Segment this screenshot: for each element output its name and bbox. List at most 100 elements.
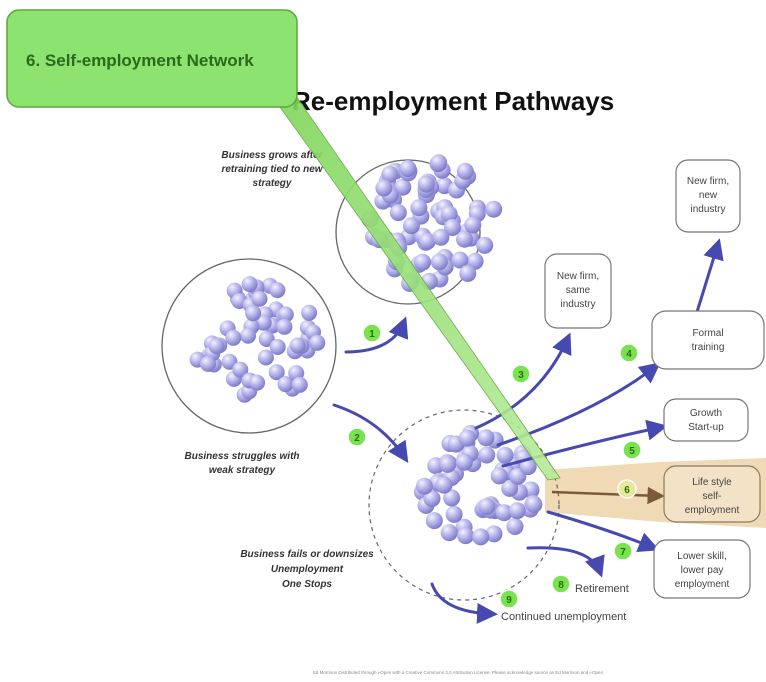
- sphere: [455, 453, 473, 471]
- sphere: [240, 327, 256, 344]
- svg-text:self-: self-: [703, 491, 722, 502]
- sphere: [269, 282, 286, 299]
- sphere: [464, 216, 482, 234]
- sphere: [423, 490, 441, 507]
- sphere: [440, 205, 458, 223]
- svg-text:5: 5: [629, 446, 635, 457]
- sphere: [439, 455, 457, 473]
- svg-text:4: 4: [626, 349, 632, 360]
- sphere: [225, 329, 242, 346]
- sphere: [415, 477, 433, 495]
- sphere: [277, 376, 294, 393]
- sphere: [445, 505, 463, 523]
- sphere: [251, 290, 268, 307]
- fails-circle: [368, 409, 560, 601]
- svg-text:employment: employment: [675, 579, 730, 590]
- sphere: [249, 374, 266, 391]
- sphere: [456, 230, 473, 248]
- sphere: [289, 337, 306, 354]
- sphere: [232, 361, 249, 378]
- arrow-7: [546, 510, 660, 553]
- sphere: [519, 458, 537, 476]
- sphere: [485, 525, 503, 543]
- box-growth-startup: Growth Start-up: [663, 398, 749, 442]
- sphere: [457, 527, 475, 545]
- svg-text:Business struggles with: Business struggles with: [184, 451, 299, 462]
- badge-7: 7: [613, 541, 633, 561]
- sphere: [451, 251, 469, 269]
- sphere: [443, 219, 461, 236]
- box-formal-training: Formal training: [651, 310, 765, 370]
- sphere: [430, 253, 448, 271]
- arrow-6: [551, 486, 665, 505]
- badge-1: 1: [362, 323, 382, 343]
- callout-pointer: [271, 95, 561, 481]
- svg-text:training: training: [692, 342, 725, 353]
- sphere: [476, 236, 494, 254]
- box-lower-skill: Lower skill, lower pay employment: [653, 539, 751, 599]
- svg-text:strategy: strategy: [253, 178, 292, 189]
- sphere: [430, 154, 448, 172]
- svg-text:One Stops: One Stops: [282, 579, 332, 590]
- sphere: [459, 265, 477, 282]
- arrow-2: [332, 403, 409, 464]
- svg-text:weak strategy: weak strategy: [209, 465, 276, 476]
- badge-4: 4: [619, 343, 639, 363]
- sphere: [525, 495, 543, 513]
- svg-text:Life style: Life style: [692, 477, 732, 488]
- sphere: [410, 199, 428, 217]
- sphere: [399, 160, 417, 177]
- sphere: [258, 331, 275, 347]
- svg-text:same: same: [566, 285, 591, 296]
- svg-text:Business fails or downsizes: Business fails or downsizes: [240, 549, 374, 560]
- sphere: [472, 528, 490, 546]
- box-lifestyle-self-employment: Life style self- employment: [663, 465, 761, 523]
- sphere: [466, 252, 484, 270]
- sphere: [255, 314, 272, 331]
- svg-text:7: 7: [620, 547, 626, 558]
- sphere: [291, 376, 308, 393]
- sphere: [417, 175, 435, 193]
- caption-struggles: Business struggles with weak strategy: [184, 451, 299, 476]
- sphere: [301, 304, 318, 321]
- arrow-4b: [695, 238, 724, 314]
- svg-text:New firm,: New firm,: [557, 271, 599, 282]
- svg-text:9: 9: [506, 595, 512, 606]
- sphere: [490, 467, 508, 485]
- sphere: [276, 318, 293, 335]
- sphere: [309, 334, 326, 351]
- svg-text:Business grows after: Business grows after: [221, 150, 323, 161]
- svg-text:3: 3: [518, 370, 524, 381]
- callout-self-employment-network[interactable]: 6. Self-employment Network: [6, 9, 298, 108]
- box-new-firm-same-industry: New firm, same industry: [544, 253, 612, 329]
- sphere: [478, 446, 496, 464]
- sphere: [414, 253, 432, 271]
- sphere: [269, 339, 286, 355]
- badge-9: 9: [499, 589, 519, 609]
- sphere: [432, 228, 450, 246]
- sphere: [394, 178, 412, 196]
- caption-grows: Business grows after retraining tied to …: [221, 150, 323, 189]
- sphere: [443, 489, 461, 507]
- sphere: [496, 446, 514, 464]
- sphere: [389, 204, 407, 222]
- svg-text:Growth: Growth: [690, 408, 722, 419]
- sphere: [418, 232, 436, 250]
- sphere: [506, 518, 524, 535]
- badge-8: 8: [551, 574, 571, 594]
- svg-text:employment: employment: [685, 505, 740, 516]
- svg-text:Formal: Formal: [692, 328, 723, 339]
- arrow-5: [501, 419, 668, 468]
- label-retirement: Retirement: [575, 583, 629, 595]
- page-title: Re-employment Pathways: [292, 86, 614, 116]
- svg-text:Lower skill,: Lower skill,: [677, 551, 726, 562]
- svg-text:2: 2: [354, 433, 360, 444]
- svg-text:8: 8: [558, 580, 564, 591]
- sphere: [440, 524, 458, 542]
- svg-text:new: new: [699, 190, 718, 201]
- svg-text:Start-up: Start-up: [688, 422, 724, 433]
- svg-text:lower pay: lower pay: [681, 565, 724, 576]
- sphere: [200, 355, 216, 372]
- svg-text:industry: industry: [560, 299, 595, 310]
- sphere: [425, 512, 443, 530]
